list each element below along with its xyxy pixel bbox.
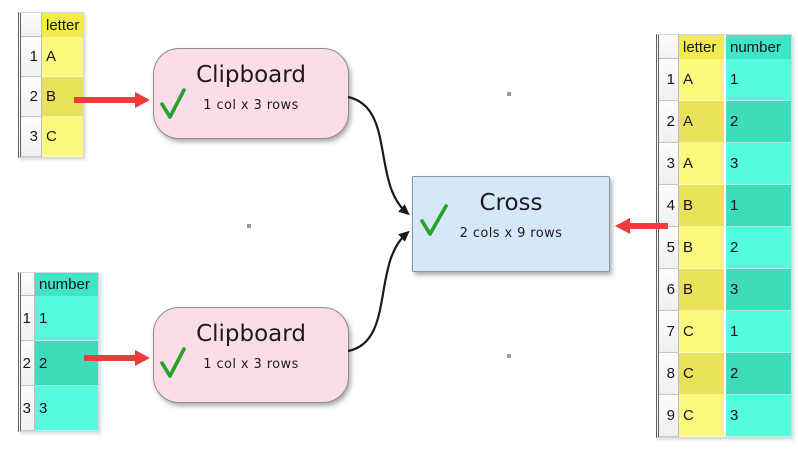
node-cross[interactable]: Cross 2 cols x 9 rows	[412, 176, 610, 272]
letter-cell: B	[42, 77, 83, 117]
row-number-cell: 2	[659, 101, 679, 143]
letter-cell: C	[679, 353, 724, 395]
letter-cell: A	[42, 37, 83, 77]
table-corner-cell	[659, 35, 679, 59]
input-table-letters: letter 1 A 2 B 3 C	[18, 12, 84, 158]
row-number-cell: 1	[21, 296, 35, 341]
grid-dot	[247, 224, 251, 228]
row-number-cell: 7	[659, 311, 679, 353]
letter-cell: B	[679, 269, 724, 311]
number-cell: 1	[724, 59, 791, 101]
node-size-label: 2 cols x 9 rows	[459, 226, 563, 241]
node-size-label: 1 col x 3 rows	[203, 98, 299, 113]
column-header-number: number	[724, 35, 791, 59]
column-header-number: number	[35, 273, 98, 296]
grid-dot	[507, 92, 511, 96]
row-number-cell: 1	[21, 37, 42, 77]
row-number-cell: 8	[659, 353, 679, 395]
row-number-cell: 9	[659, 395, 679, 437]
row-number-cell: 3	[21, 117, 42, 157]
node-clipboard-bottom[interactable]: Clipboard 1 col x 3 rows	[153, 307, 349, 403]
number-cell: 3	[724, 395, 791, 437]
input-table-numbers: number 1 1 2 2 3 3	[18, 272, 99, 432]
row-number-cell: 2	[21, 77, 42, 117]
column-header-letter: letter	[679, 35, 724, 59]
grid-dot	[507, 354, 511, 358]
letter-cell: C	[679, 395, 724, 437]
row-number-cell: 2	[21, 341, 35, 386]
node-title: Clipboard	[196, 62, 306, 88]
letter-cell: C	[42, 117, 83, 157]
node-title: Clipboard	[196, 321, 306, 347]
node-title: Cross	[479, 190, 543, 216]
node-size-label: 1 col x 3 rows	[203, 357, 299, 372]
number-cell: 2	[724, 101, 791, 143]
output-table-cross-result: letter number 1 A 1 2 A 2 3 A 3 4 B 1 5 …	[656, 34, 792, 438]
connector-clipboard-bottom-to-cross	[347, 230, 410, 353]
number-cell: 2	[724, 353, 791, 395]
letter-cell: A	[679, 59, 724, 101]
row-number-cell: 5	[659, 227, 679, 269]
letter-cell: C	[679, 311, 724, 353]
row-number-cell: 4	[659, 185, 679, 227]
row-number-cell: 6	[659, 269, 679, 311]
row-number-cell: 1	[659, 59, 679, 101]
row-number-cell: 3	[21, 386, 35, 431]
number-cell: 1	[35, 296, 98, 341]
number-cell: 2	[724, 227, 791, 269]
connector-clipboard-top-to-cross	[347, 95, 410, 216]
node-clipboard-top[interactable]: Clipboard 1 col x 3 rows	[153, 48, 349, 139]
column-header-letter: letter	[42, 13, 83, 37]
number-cell: 3	[35, 386, 98, 431]
letter-cell: A	[679, 101, 724, 143]
letter-cell: A	[679, 143, 724, 185]
table-corner-cell	[21, 13, 42, 37]
number-cell: 1	[724, 185, 791, 227]
number-cell: 1	[724, 311, 791, 353]
number-cell: 3	[724, 143, 791, 185]
number-cell: 2	[35, 341, 98, 386]
number-cell: 3	[724, 269, 791, 311]
letter-cell: B	[679, 227, 724, 269]
table-corner-cell	[21, 273, 35, 296]
row-number-cell: 3	[659, 143, 679, 185]
letter-cell: B	[679, 185, 724, 227]
